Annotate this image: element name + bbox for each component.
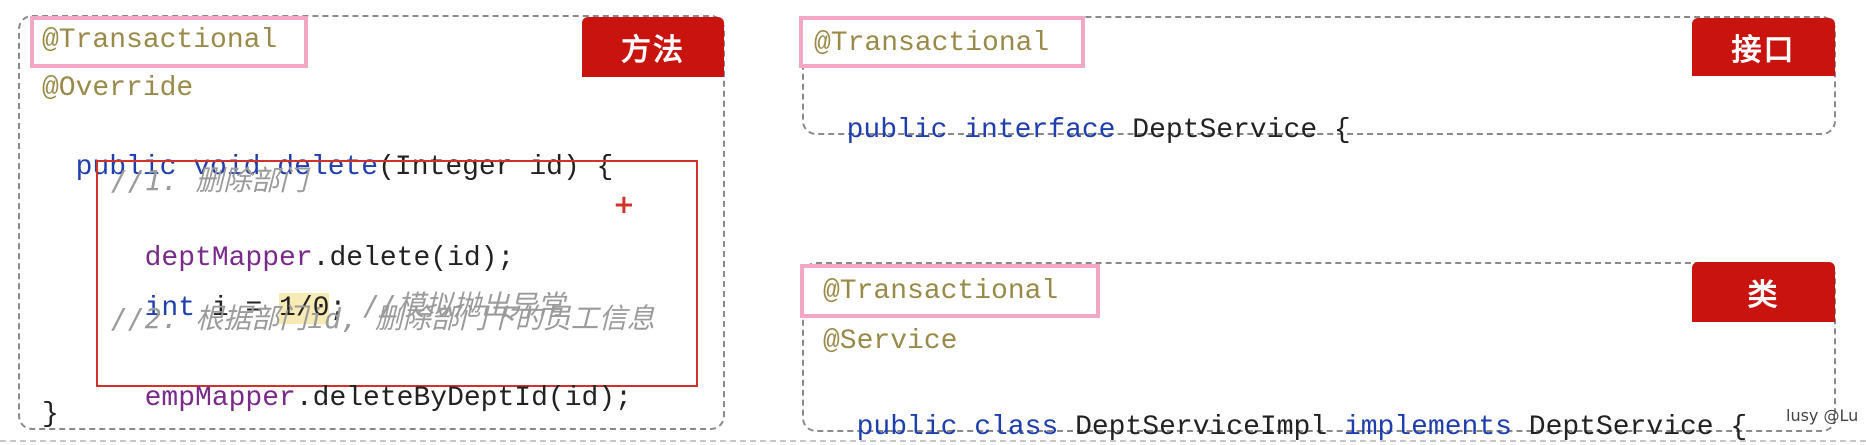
cursor-cross-icon: + [613,190,635,220]
interface-badge: 接口 [1692,18,1835,76]
method-closing-brace: } [42,399,59,430]
method-override-annotation: @Override [42,73,194,104]
assign-text: i = [195,293,280,324]
kw-public: public [846,115,948,146]
interface-name: DeptService { [1132,115,1351,146]
dept-mapper-call: .delete(id); [312,243,515,274]
kw-interface: interface [964,115,1116,146]
class-service-annotation: @Service [823,326,958,357]
semicolon: ; [329,293,347,324]
method-panel [18,15,725,430]
dept-mapper-field: deptMapper [144,243,313,274]
method-signature: public void delete(Integer id) { [42,117,614,185]
method-badge: 方法 [582,17,724,77]
class-badge: 类 [1692,262,1835,322]
watermark: lusy @Lu [1786,406,1859,425]
kw-public: public [856,412,958,443]
comment-delete-employees: //2. 根据部门id, 删除部门下的员工信息 [111,302,655,335]
class-transactional-annotation: @Transactional [823,276,1059,307]
bottom-divider [0,440,1866,442]
comment-delete-dept: //1. 删除部门 [111,164,308,197]
class-name: DeptServiceImpl [1075,412,1328,443]
highlighted-expression: 1/0 [279,293,330,324]
method-name: delete [277,152,379,183]
dept-mapper-delete-line: deptMapper.delete(id); [111,208,515,276]
method-transactional-highlight [30,16,308,68]
interface-declaration: public interface DeptService { [813,80,1351,148]
interface-transactional-highlight [799,16,1085,68]
divide-by-zero-line: int i = 1/0; //模拟抛出异常 [111,255,565,326]
kw-class: class [974,412,1059,443]
class-panel [802,262,1836,432]
emp-mapper-call: .deleteByDeptId(id); [295,383,632,414]
kw-implements: implements [1343,412,1512,443]
method-body-box [96,160,698,387]
kw-public: public [75,152,177,183]
kw-int: int [144,293,196,324]
method-params: (Integer id) { [378,152,614,183]
kw-void: void [193,152,261,183]
method-transactional-annotation: @Transactional [42,25,278,56]
class-transactional-highlight [800,264,1100,318]
interface-panel [802,16,1836,135]
interface-transactional-annotation: @Transactional [814,28,1050,59]
comment-simulate-exception: //模拟抛出异常 [346,289,565,322]
implemented-interface-name: DeptService { [1528,412,1748,443]
emp-mapper-delete-line: empMapper.deleteByDeptId(id); [111,348,632,416]
emp-mapper-field: empMapper [144,383,296,414]
class-declaration: public class DeptServiceImpl implements … [823,377,1748,445]
